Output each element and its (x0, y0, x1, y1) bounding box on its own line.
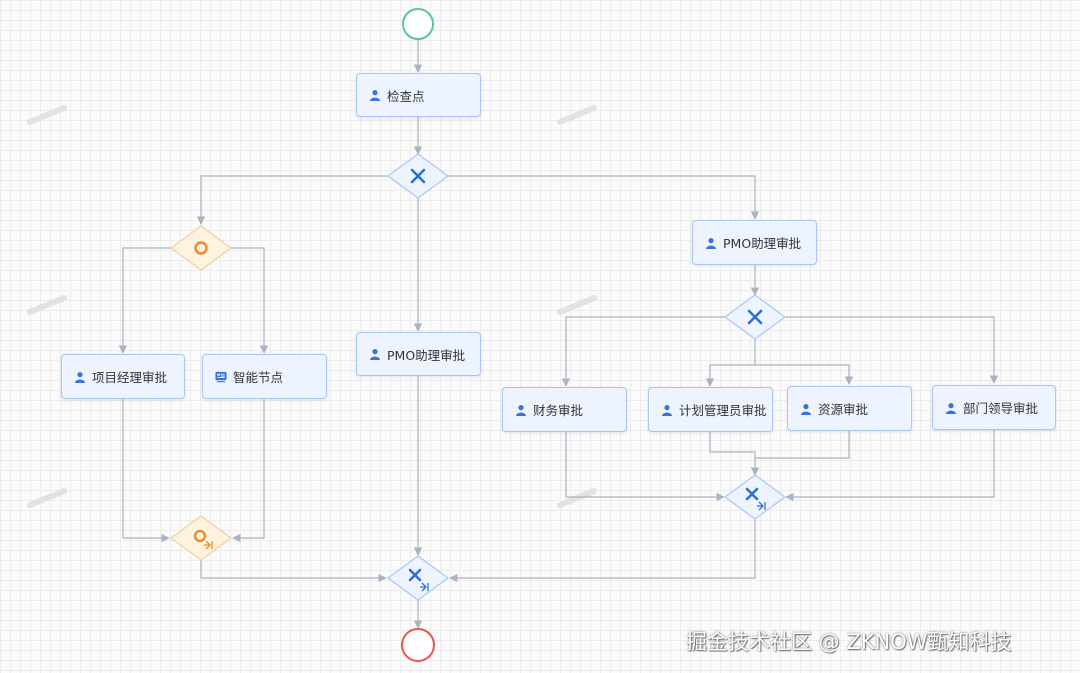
edge-inclusive-to-pm (118, 247, 171, 354)
user-icon (369, 348, 381, 360)
user-icon (369, 89, 381, 101)
x-icon (410, 168, 426, 184)
exclusive-gateway-top[interactable] (386, 153, 450, 199)
task-label: 财务审批 (533, 403, 584, 418)
user-icon (74, 371, 86, 383)
service-icon (215, 371, 227, 383)
edge-gw2-to-plan (705, 339, 756, 387)
edge-incjoin-to-final (200, 560, 387, 583)
user-icon (515, 404, 527, 416)
edge-finance-to-join2 (565, 432, 725, 502)
start-event[interactable] (402, 8, 434, 40)
user-icon (661, 404, 673, 416)
background-watermark-marks (27, 105, 597, 508)
task-label: 智能节点 (233, 370, 284, 385)
task-pmo-assistant-right[interactable]: PMO助理审批 (692, 220, 817, 265)
task-label: 计划管理员审批 (679, 403, 767, 418)
task-label: PMO助理审批 (387, 347, 466, 363)
task-plan-manager-approval[interactable]: 计划管理员审批 (648, 387, 773, 432)
edge-gateway-to-pmo-right (448, 175, 760, 220)
circle-icon (194, 241, 208, 255)
edge-join2-to-final (449, 519, 756, 583)
user-icon (800, 403, 812, 415)
inclusive-gateway-join[interactable] (169, 515, 233, 561)
edge-gw2-to-dept (785, 316, 999, 384)
task-dept-leader-approval[interactable]: 部门领导审批 (932, 385, 1056, 430)
edge-gw2-to-resource (755, 364, 854, 385)
exclusive-join-gateway-final[interactable] (386, 555, 450, 601)
edge-resource-to-join2 (755, 431, 850, 459)
task-pmo-assistant-mid[interactable]: PMO助理审批 (356, 332, 481, 376)
join-arrow-icon (757, 501, 766, 511)
exclusive-gateway-right[interactable] (723, 294, 787, 340)
task-label: 检查点 (387, 88, 425, 104)
join-arrow-icon (420, 582, 429, 592)
task-resource-approval[interactable]: 资源审批 (787, 386, 912, 431)
circle-icon (193, 529, 207, 543)
x-icon (747, 309, 763, 325)
edge-dept-to-join2 (785, 430, 995, 502)
x-icon (408, 568, 422, 582)
edge-gw2-to-finance (561, 316, 725, 387)
edge-inclusive-to-smart (231, 247, 269, 354)
user-icon (945, 402, 957, 414)
task-label: 部门领导审批 (963, 401, 1039, 416)
x-icon (745, 487, 759, 501)
edge-plan-to-join2 (709, 432, 760, 476)
task-smart-node[interactable]: 智能节点 (202, 354, 327, 399)
end-event[interactable] (401, 628, 435, 662)
task-label: PMO助理审批 (723, 236, 802, 251)
user-icon (705, 237, 717, 249)
join-arrow-icon (204, 540, 213, 550)
edge-gateway-to-inclusive (196, 175, 388, 225)
flow-edges (118, 40, 999, 629)
edge-smart-to-join (232, 399, 265, 543)
inclusive-gateway-split[interactable] (169, 225, 233, 271)
task-finance-approval[interactable]: 财务审批 (502, 387, 627, 432)
watermark-text: 掘金技术社区 @ ZKNOW甄知科技 (686, 630, 1012, 654)
task-check-point[interactable]: 检查点 (356, 73, 481, 117)
edge-pm-to-join (122, 399, 170, 543)
exclusive-join-gateway-right[interactable] (723, 474, 787, 520)
task-label: 资源审批 (818, 402, 869, 417)
task-label: 项目经理审批 (92, 370, 168, 385)
task-pm-approval[interactable]: 项目经理审批 (61, 354, 185, 399)
